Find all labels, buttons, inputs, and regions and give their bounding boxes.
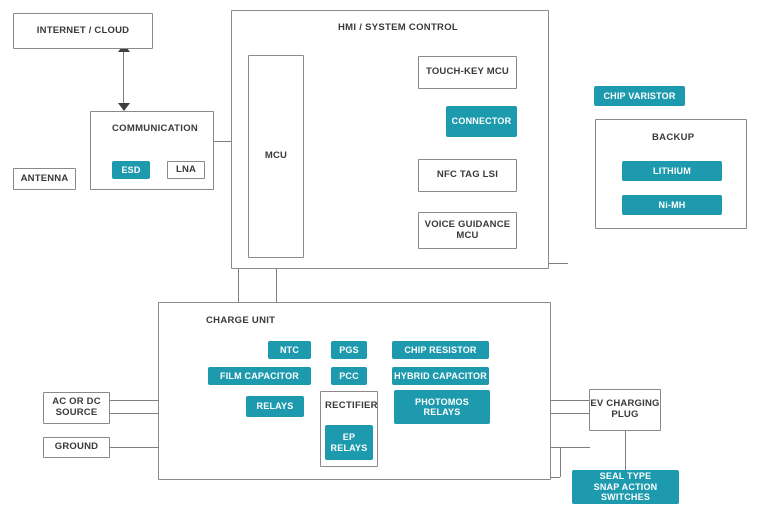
node-ground[interactable]: GROUND	[43, 437, 110, 458]
node-relays[interactable]: RELAYS	[246, 396, 304, 417]
node-internet-cloud[interactable]: INTERNET / CLOUD	[13, 13, 153, 49]
node-pcc-label: PCC	[339, 370, 359, 381]
node-antenna-label: ANTENNA	[20, 172, 69, 184]
wire-return-bus-right-vertical	[560, 447, 561, 477]
node-ep-relays[interactable]: EP RELAYS	[325, 425, 373, 460]
node-chip-varistor[interactable]: CHIP VARISTOR	[594, 86, 685, 106]
node-voice-guidance-mcu[interactable]: VOICE GUIDANCE MCU	[418, 212, 517, 249]
node-hybrid-capacitor[interactable]: HYBRID CAPACITOR	[392, 367, 489, 385]
node-chip-resistor[interactable]: CHIP RESISTOR	[392, 341, 489, 359]
wire-mcu-charge-unit	[276, 258, 277, 303]
node-connector[interactable]: CONNECTOR	[446, 106, 517, 137]
node-ntc[interactable]: NTC	[268, 341, 311, 359]
node-ni-mh[interactable]: Ni-MH	[622, 195, 722, 215]
node-mcu[interactable]: MCU	[248, 55, 304, 258]
node-voice-guidance-mcu-label: VOICE GUIDANCE MCU	[424, 218, 511, 241]
node-touch-key-mcu[interactable]: TOUCH-KEY MCU	[418, 56, 517, 89]
node-connector-label: CONNECTOR	[451, 116, 512, 127]
node-nfc-tag-lsi[interactable]: NFC TAG LSI	[418, 159, 517, 192]
panel-charge-unit-title: CHARGE UNIT	[206, 315, 276, 326]
node-nfc-tag-lsi-label: NFC TAG LSI	[436, 169, 499, 181]
panel-hmi-title: HMI / SYSTEM CONTROL	[338, 22, 458, 33]
node-esd[interactable]: ESD	[112, 161, 150, 179]
node-hybrid-capacitor-label: HYBRID CAPACITOR	[394, 370, 487, 381]
node-chip-resistor-label: CHIP RESISTOR	[404, 344, 477, 355]
node-mcu-label: MCU	[264, 150, 288, 162]
node-ep-relays-label: EP RELAYS	[330, 432, 368, 453]
node-photomos-relays[interactable]: PHOTOMOS RELAYS	[394, 390, 490, 424]
node-pcc[interactable]: PCC	[331, 367, 367, 385]
node-ground-label: GROUND	[54, 441, 99, 453]
node-ni-mh-label: Ni-MH	[658, 199, 686, 210]
node-ac-or-dc-source-label: AC OR DC SOURCE	[52, 396, 101, 418]
panel-rectifier-title: RECTIFIER	[325, 400, 378, 411]
node-pgs[interactable]: PGS	[331, 341, 367, 359]
node-ac-or-dc-source[interactable]: AC OR DC SOURCE	[43, 392, 110, 424]
node-pgs-label: PGS	[339, 344, 359, 355]
wire-cloud-communication	[123, 48, 124, 110]
node-lna[interactable]: LNA	[167, 161, 205, 179]
node-ev-charging-plug-label: EV CHARGING PLUG	[590, 398, 660, 420]
node-film-capacitor-label: FILM CAPACITOR	[220, 370, 299, 381]
node-photomos-relays-label: PHOTOMOS RELAYS	[415, 396, 469, 417]
panel-communication-title: COMMUNICATION	[112, 123, 199, 134]
node-esd-label: ESD	[121, 164, 141, 175]
node-seal-type-snap-action-switches-label: SEAL TYPE SNAP ACTION SWITCHES	[593, 471, 658, 503]
arrowhead-down-icon	[118, 103, 130, 111]
node-touch-key-mcu-label: TOUCH-KEY MCU	[425, 66, 509, 78]
node-lithium[interactable]: LITHIUM	[622, 161, 722, 181]
panel-backup-title: BACKUP	[652, 132, 695, 143]
node-film-capacitor[interactable]: FILM CAPACITOR	[208, 367, 311, 385]
node-lna-label: LNA	[175, 163, 197, 175]
wire-plug-snap-switches	[625, 430, 626, 470]
node-chip-varistor-label: CHIP VARISTOR	[603, 90, 676, 101]
node-ntc-label: NTC	[279, 344, 300, 355]
node-internet-cloud-label: INTERNET / CLOUD	[36, 24, 130, 36]
node-lithium-label: LITHIUM	[653, 165, 691, 176]
node-seal-type-snap-action-switches[interactable]: SEAL TYPE SNAP ACTION SWITCHES	[572, 470, 679, 504]
node-relays-label: RELAYS	[256, 401, 294, 412]
node-ev-charging-plug[interactable]: EV CHARGING PLUG	[589, 389, 661, 431]
node-antenna[interactable]: ANTENNA	[13, 168, 76, 190]
